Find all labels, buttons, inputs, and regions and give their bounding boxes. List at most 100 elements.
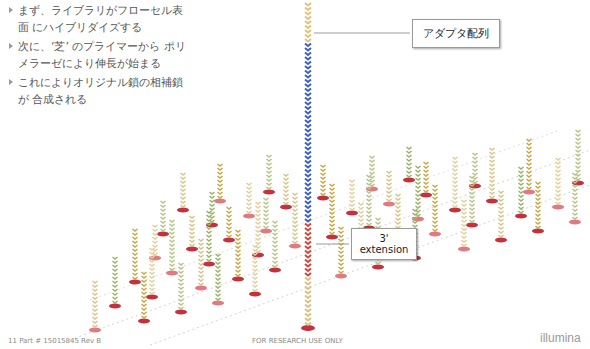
anchor-disc [177, 208, 189, 213]
base-mark [207, 227, 212, 229]
base-mark [416, 194, 421, 196]
base-mark [93, 313, 98, 315]
anchor-disc [317, 196, 329, 201]
base-mark [153, 245, 158, 247]
base-mark [273, 233, 278, 235]
base-mark [424, 186, 429, 188]
base-mark [490, 180, 495, 182]
base-mark [350, 188, 355, 190]
base-mark [387, 183, 392, 185]
base-mark [339, 251, 344, 253]
base-mark [462, 228, 467, 230]
base-mark [499, 219, 504, 221]
base-mark [370, 168, 375, 170]
anchor-disc [157, 232, 169, 237]
base-mark [207, 215, 212, 217]
base-mark [227, 211, 232, 213]
base-mark [161, 205, 166, 207]
base-mark [293, 233, 298, 235]
base-mark [330, 200, 335, 202]
anchor-disc [186, 247, 198, 252]
base-mark [536, 206, 541, 208]
base-mark [253, 253, 258, 255]
base-mark [536, 186, 541, 188]
base-mark [142, 308, 147, 310]
surface-strand [466, 176, 478, 228]
base-mark [367, 211, 372, 213]
base-mark [305, 44, 311, 47]
anchor-disc [149, 256, 161, 261]
bullet-text: これによりオリジナル鎖の相補鎖が 合成される [8, 74, 190, 108]
bullet-marker [9, 43, 13, 49]
base-mark [433, 193, 438, 195]
base-mark [236, 270, 241, 272]
base-mark [264, 198, 269, 200]
base-mark [256, 230, 261, 232]
base-mark [519, 203, 524, 205]
base-mark [142, 276, 147, 278]
base-mark [264, 222, 269, 224]
base-mark [433, 201, 438, 203]
base-mark [133, 261, 138, 263]
base-mark [305, 201, 311, 204]
base-mark [556, 190, 561, 192]
base-mark [267, 187, 272, 189]
base-mark [453, 193, 458, 195]
base-mark [536, 182, 541, 184]
base-mark [170, 220, 175, 222]
base-mark [305, 179, 311, 182]
base-mark [181, 173, 186, 175]
base-mark [556, 202, 561, 204]
base-mark [376, 262, 381, 264]
base-mark [416, 182, 421, 184]
base-mark [190, 216, 195, 218]
surface-strand [326, 184, 338, 240]
base-mark [407, 163, 412, 165]
base-mark [490, 156, 495, 158]
base-mark [330, 228, 335, 230]
base-mark [490, 160, 495, 162]
base-mark [216, 298, 221, 300]
base-mark [407, 175, 412, 177]
base-mark [207, 239, 212, 241]
base-mark [527, 163, 532, 165]
base-mark [253, 277, 258, 279]
base-mark [247, 211, 252, 213]
base-mark [527, 155, 532, 157]
base-mark [256, 214, 261, 216]
base-mark [284, 198, 289, 200]
base-mark [218, 164, 223, 166]
base-mark [247, 187, 252, 189]
base-mark [305, 120, 311, 123]
base-mark [305, 165, 311, 168]
base-mark [416, 190, 421, 192]
base-mark [253, 273, 258, 275]
base-mark [462, 220, 467, 222]
base-mark [453, 189, 458, 191]
base-mark [453, 197, 458, 199]
surface-strand [223, 207, 235, 243]
surface-strand [469, 153, 481, 189]
base-mark [519, 171, 524, 173]
anchor-disc [572, 181, 584, 186]
base-mark [293, 221, 298, 223]
base-mark [305, 30, 311, 33]
base-mark [216, 282, 221, 284]
base-mark [387, 195, 392, 197]
leader-line [314, 33, 410, 34]
callout-box: 3' extension [351, 228, 417, 260]
base-mark [359, 203, 364, 205]
base-mark [256, 238, 261, 240]
base-mark [453, 177, 458, 179]
base-mark [305, 3, 311, 6]
base-mark [170, 248, 175, 250]
base-mark [236, 254, 241, 256]
base-mark [350, 200, 355, 202]
callout-text: 3' extension [358, 233, 410, 255]
base-mark [470, 200, 475, 202]
base-mark [407, 155, 412, 157]
base-mark [273, 237, 278, 239]
base-mark [210, 204, 215, 206]
base-mark [207, 223, 212, 225]
base-mark [113, 277, 118, 279]
